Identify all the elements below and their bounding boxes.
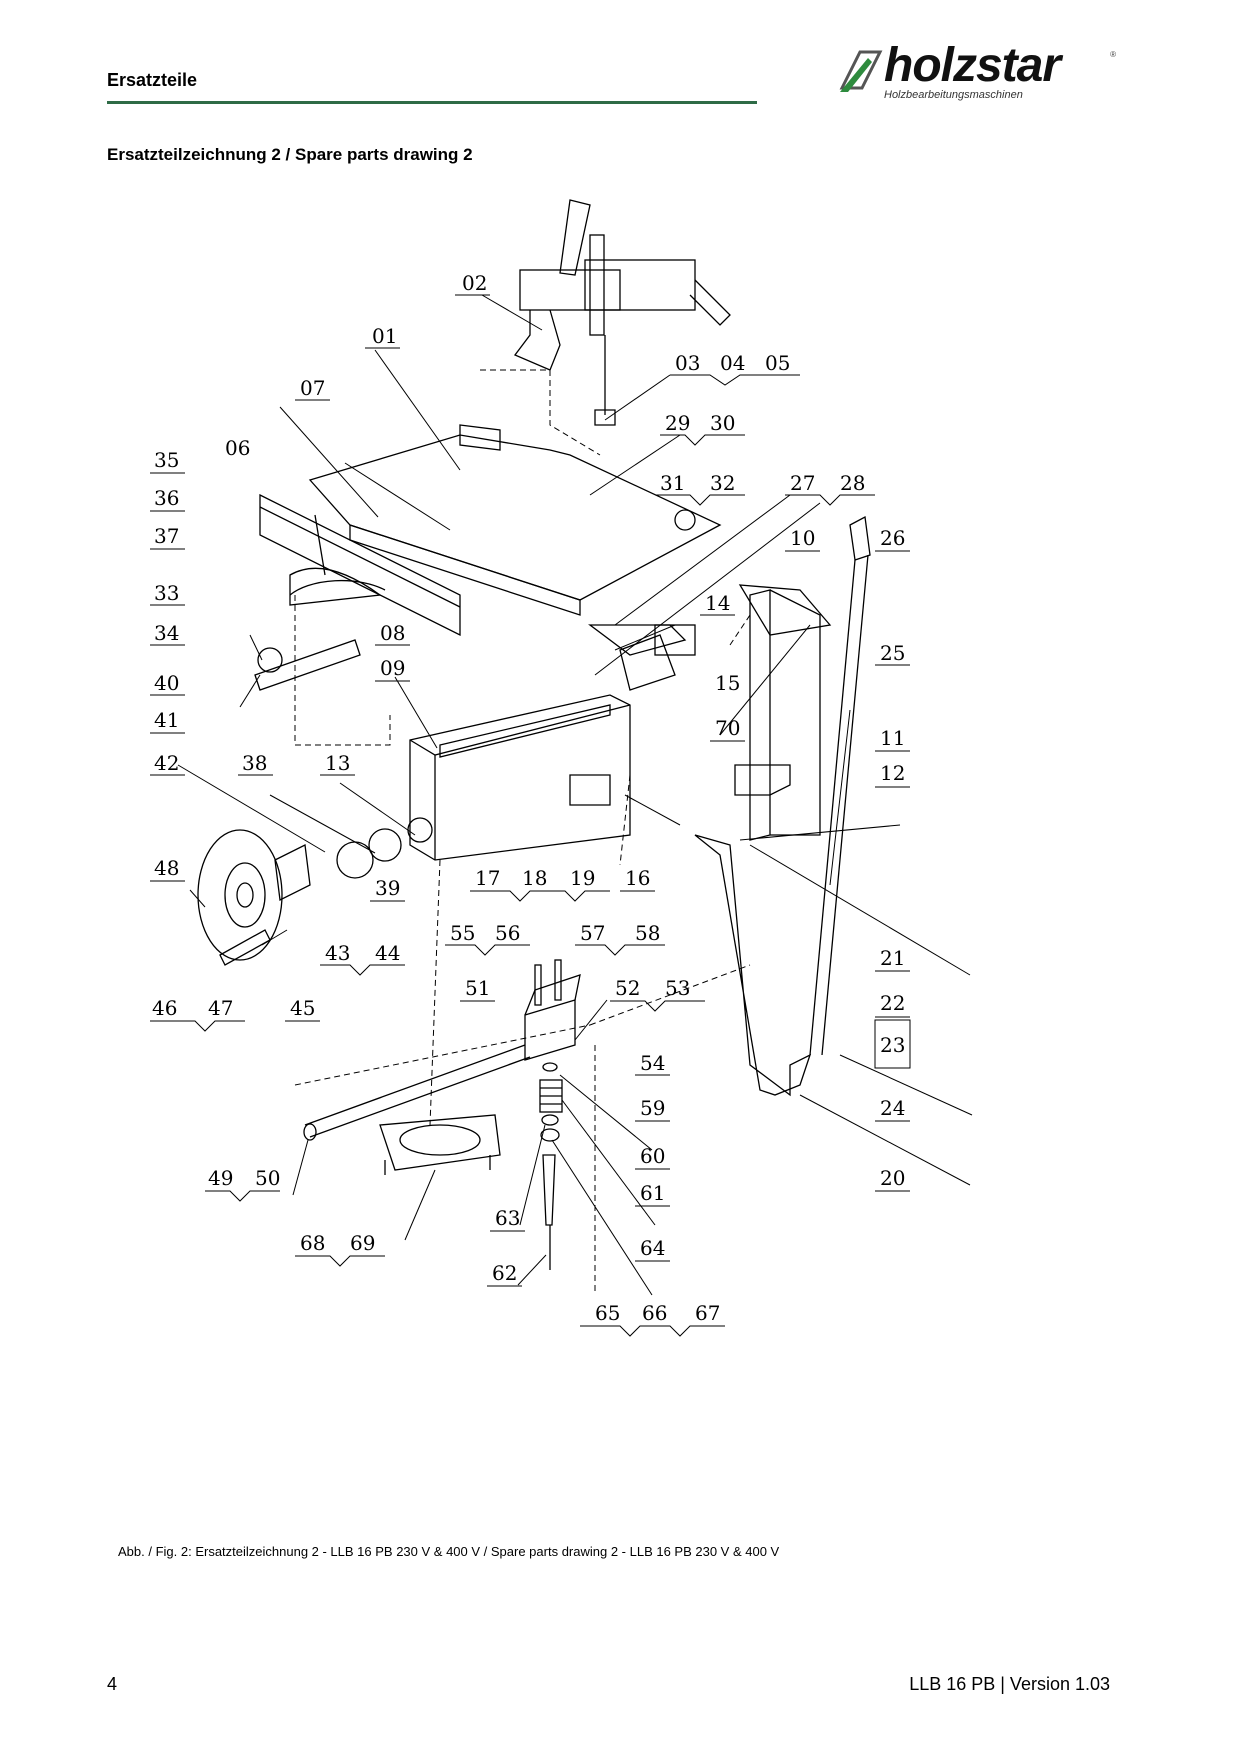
part-label: 01 — [372, 324, 397, 348]
main-table — [308, 434, 722, 601]
part-label: 17 — [475, 866, 500, 890]
part-label: 22 — [880, 991, 905, 1015]
part-label: 16 — [625, 866, 650, 890]
part-label: 52 — [615, 976, 640, 1000]
part-label: 65 — [595, 1301, 620, 1325]
part-label: 29 — [665, 411, 690, 435]
part-label: 49 — [208, 1166, 233, 1190]
clamp-handle — [559, 199, 591, 276]
part-label: 14 — [705, 591, 730, 615]
spare-parts-drawing: 02 01 03 04 05 07 06 29 30 35 36 37 31 3… — [150, 199, 973, 1337]
part-label: 33 — [154, 581, 179, 605]
part-label: 38 — [242, 751, 267, 775]
part-label: 12 — [880, 761, 905, 785]
part-label: 46 — [152, 996, 177, 1020]
part-label: 11 — [880, 726, 905, 750]
part-label: 04 — [720, 351, 745, 375]
logo-registered-mark: ® — [1110, 50, 1116, 59]
long-lever — [849, 515, 871, 561]
header-rule — [107, 101, 757, 104]
part-label: 42 — [154, 751, 179, 775]
part-label: 37 — [154, 524, 179, 548]
part-label: 55 — [450, 921, 475, 945]
part-label: 44 — [375, 941, 400, 965]
lower-block — [524, 999, 576, 1061]
part-label: 56 — [495, 921, 520, 945]
part-label: 02 — [462, 271, 487, 295]
part-label: 19 — [570, 866, 595, 890]
part-label: 28 — [840, 471, 865, 495]
part-label: 61 — [640, 1181, 665, 1205]
part-label: 32 — [710, 471, 735, 495]
footer-version: LLB 16 PB | Version 1.03 — [909, 1674, 1110, 1694]
part-label: 18 — [522, 866, 547, 890]
part-number-labels: 02 01 03 04 05 07 06 29 30 35 36 37 31 3… — [152, 271, 905, 1325]
fence — [259, 493, 461, 637]
foot-plate — [379, 1114, 501, 1171]
part-label: 05 — [765, 351, 790, 375]
part-label: 60 — [640, 1144, 665, 1168]
part-label: 15 — [715, 671, 740, 695]
shaft — [304, 1044, 526, 1126]
part-label: 03 — [675, 351, 700, 375]
part-label: 20 — [880, 1166, 905, 1190]
part-label: 54 — [640, 1051, 665, 1075]
part-label: 63 — [495, 1206, 520, 1230]
figure-caption: Abb. / Fig. 2: Ersatzteilzeichnung 2 - L… — [118, 1544, 780, 1559]
part-label: 66 — [642, 1301, 667, 1325]
part-label: 50 — [255, 1166, 280, 1190]
part-label: 70 — [715, 716, 740, 740]
section-title: Ersatzteile — [107, 70, 198, 90]
part-label: 58 — [635, 921, 660, 945]
part-label: 27 — [790, 471, 815, 495]
drawing-title: Ersatzteilzeichnung 2 / Spare parts draw… — [107, 145, 473, 164]
part-label: 68 — [300, 1231, 325, 1255]
part-label: 10 — [790, 526, 815, 550]
logo-brand-text: holzstar — [884, 39, 1061, 92]
part-label: 31 — [660, 471, 685, 495]
part-label: 08 — [380, 621, 405, 645]
side-column — [749, 589, 771, 841]
part-label: 30 — [710, 411, 735, 435]
page-number: 4 — [107, 1674, 118, 1694]
part-label: 53 — [665, 976, 690, 1000]
part-label: 26 — [880, 526, 905, 550]
part-label: 39 — [375, 876, 400, 900]
part-label: 41 — [154, 708, 179, 732]
part-label: 34 — [154, 621, 179, 645]
part-label: 69 — [350, 1231, 375, 1255]
part-label: 07 — [300, 376, 325, 400]
holzstar-logo: holzstar Holzbearbeitungsmaschinen ® — [838, 39, 1118, 106]
part-label: 35 — [154, 448, 179, 472]
base-housing — [409, 694, 631, 861]
part-label: 47 — [208, 996, 233, 1020]
part-label: 23 — [880, 1033, 905, 1057]
part-label: 57 — [580, 921, 605, 945]
part-label: 36 — [154, 486, 179, 510]
part-label: 45 — [290, 996, 315, 1020]
part-label: 40 — [154, 671, 179, 695]
logo-tagline: Holzbearbeitungsmaschinen — [884, 89, 1023, 101]
clamp-block — [519, 269, 621, 311]
handwheel — [197, 829, 283, 961]
part-label: 43 — [325, 941, 350, 965]
logo-mark-icon — [839, 50, 883, 92]
part-label: 62 — [492, 1261, 517, 1285]
part-label: 64 — [640, 1236, 665, 1260]
part-label: 67 — [695, 1301, 720, 1325]
part-label: 25 — [880, 641, 905, 665]
part-label: 59 — [640, 1096, 665, 1120]
part-label: 09 — [380, 656, 405, 680]
part-label: 51 — [465, 976, 490, 1000]
part-label: 13 — [325, 751, 350, 775]
part-label: 21 — [880, 946, 905, 970]
part-label: 06 — [225, 436, 250, 460]
part-label: 48 — [154, 856, 179, 880]
part-label: 24 — [880, 1096, 905, 1120]
